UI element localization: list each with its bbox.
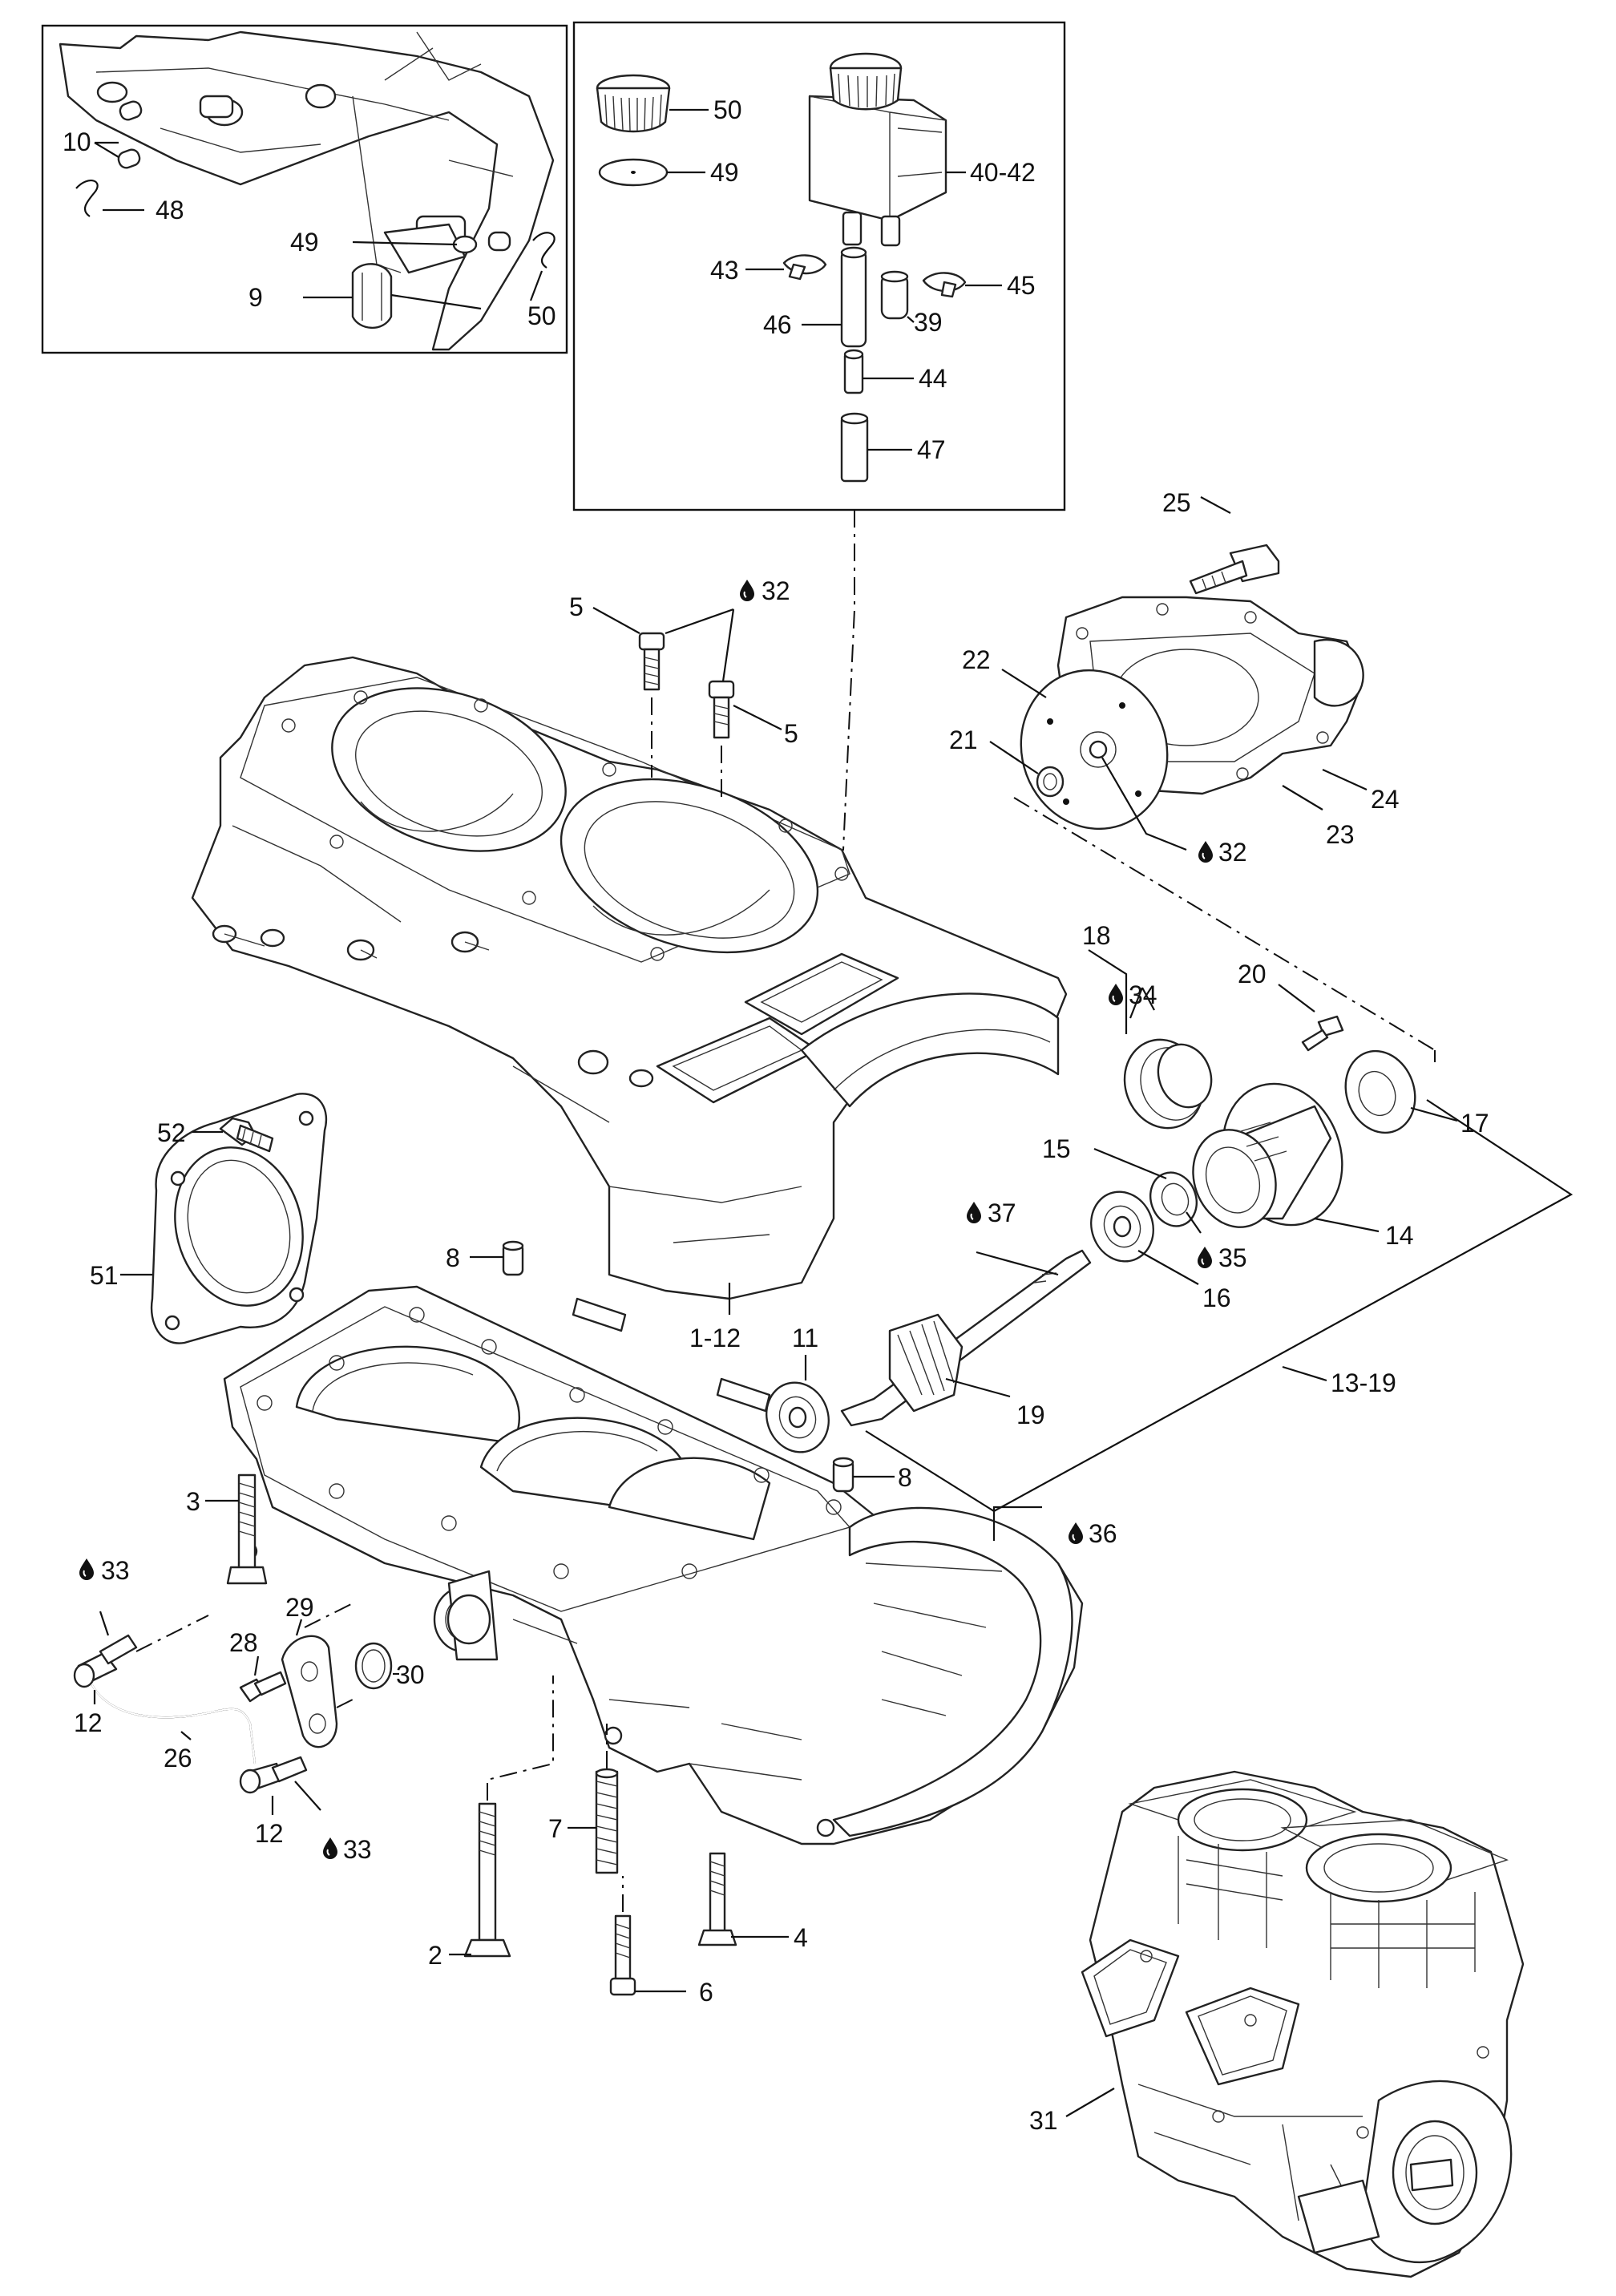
callout-19: 19 (1016, 1401, 1045, 1429)
pump-routing-line (1013, 797, 1436, 1062)
callout-1-12: 1-12 (689, 1324, 741, 1352)
callout-12-lower: 12 (255, 1819, 284, 1848)
inset-oil-fittings: 10 48 49 9 50 (41, 24, 568, 354)
callout-8-upper: 8 (446, 1243, 460, 1272)
complete-engine-assembly: 31 (1029, 1770, 1525, 2278)
callout-44: 44 (919, 364, 947, 393)
callout-13-19: 13-19 (1331, 1368, 1396, 1397)
callout-23: 23 (1326, 820, 1355, 849)
callout-14: 14 (1385, 1221, 1414, 1250)
callout-20: 20 (1238, 960, 1267, 988)
callout-12-upper: 12 (74, 1708, 103, 1737)
callout-2: 2 (428, 1941, 442, 1970)
callout-5-right: 5 (784, 719, 798, 748)
inset-oil-reservoir: 50 49 40-42 43 45 46 39 44 47 (572, 21, 1066, 511)
lower-crankcase: 36 (223, 1285, 1117, 1845)
callout-33-lower: 33 (343, 1835, 372, 1864)
callout-36: 36 (1089, 1519, 1117, 1548)
callout-40-42: 40-42 (970, 158, 1036, 187)
callout-47: 47 (917, 435, 946, 464)
callout-15: 15 (1042, 1134, 1071, 1163)
callout-16: 16 (1202, 1283, 1231, 1312)
callout-50: 50 (527, 301, 556, 330)
callout-33-upper: 33 (101, 1556, 130, 1585)
callout-45: 45 (1007, 271, 1036, 300)
callout-8-lower: 8 (898, 1463, 912, 1492)
callout-25: 25 (1162, 488, 1191, 517)
callout-39: 39 (914, 308, 943, 337)
callout-49-seal: 49 (710, 158, 739, 187)
callout-29: 29 (285, 1593, 314, 1622)
callout-3: 3 (186, 1487, 200, 1516)
callout-5-left: 5 (569, 592, 584, 621)
callout-21: 21 (949, 726, 978, 754)
callout-35: 35 (1218, 1243, 1247, 1272)
callout-28: 28 (229, 1628, 258, 1657)
callout-50-reservoir-cap: 50 (713, 95, 742, 124)
upper-bolts: 5 5 32 1-12 (569, 576, 798, 1352)
upper-crankcase (191, 656, 1068, 1300)
oil-line-group: 33 12 26 29 28 30 12 33 (73, 1556, 425, 1864)
callout-22: 22 (962, 645, 991, 674)
water-pump-group: 25 22 21 24 23 32 (949, 488, 1400, 867)
callout-17: 17 (1460, 1109, 1489, 1138)
cover-plate-group: 52 51 (90, 1093, 328, 1344)
callout-7: 7 (548, 1814, 563, 1843)
callout-51: 51 (90, 1261, 119, 1290)
callout-46: 46 (763, 310, 792, 339)
callout-18: 18 (1082, 921, 1111, 950)
callout-37: 37 (988, 1199, 1016, 1227)
callout-31: 31 (1029, 2106, 1058, 2135)
studs-and-bolts: 3 2 7 6 4 (186, 1473, 808, 2007)
callout-10: 10 (63, 127, 91, 156)
callout-48: 48 (156, 196, 184, 224)
callout-43: 43 (710, 256, 739, 285)
callout-32-pump: 32 (1218, 838, 1247, 867)
callout-49: 49 (290, 228, 319, 257)
callout-9: 9 (248, 283, 263, 312)
callout-34: 34 (1129, 980, 1157, 1009)
callout-24: 24 (1371, 785, 1400, 814)
callout-32-bolts: 32 (762, 576, 790, 605)
callout-11: 11 (792, 1324, 818, 1352)
callout-6: 6 (699, 1978, 713, 2007)
callout-52: 52 (157, 1118, 186, 1147)
dowel-pins: 8 8 (446, 1240, 912, 1493)
callout-30: 30 (396, 1660, 425, 1689)
pump-shaft-group: 18 34 20 17 15 14 35 16 37 19 11 13-19 (766, 921, 1574, 1513)
callout-26: 26 (164, 1744, 192, 1773)
callout-4: 4 (794, 1923, 808, 1952)
